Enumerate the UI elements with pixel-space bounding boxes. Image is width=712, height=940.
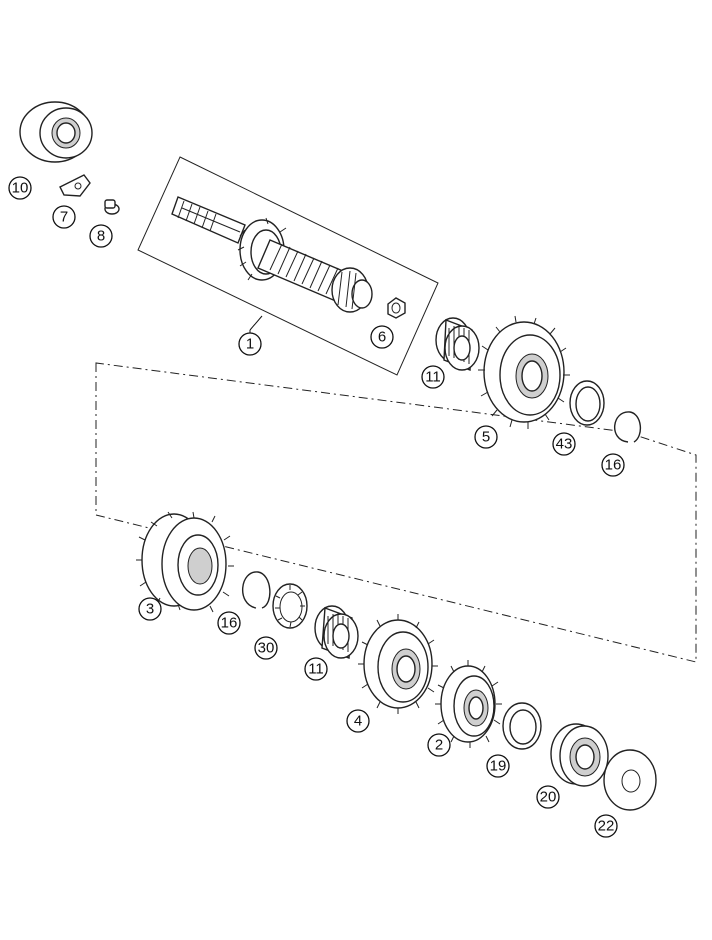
svg-text:2: 2 bbox=[435, 737, 443, 754]
gear-part-5 bbox=[478, 315, 570, 429]
callout-11-upper: 11 bbox=[421, 365, 445, 389]
ball-bearing-part-20 bbox=[550, 723, 609, 787]
svg-text:30: 30 bbox=[258, 640, 275, 657]
callout-22: 22 bbox=[594, 814, 618, 838]
washer-part-43 bbox=[569, 380, 605, 426]
bearing-part-10 bbox=[19, 101, 93, 163]
svg-text:1: 1 bbox=[246, 336, 254, 353]
svg-text:22: 22 bbox=[598, 818, 615, 835]
gear-part-2 bbox=[435, 660, 502, 748]
callout-4: 4 bbox=[346, 709, 370, 733]
callout-8: 8 bbox=[89, 224, 113, 248]
main-shaft-part-1 bbox=[171, 196, 373, 313]
needle-bearing-part-11-lower bbox=[314, 605, 359, 659]
svg-text:16: 16 bbox=[605, 457, 622, 474]
svg-text:6: 6 bbox=[378, 329, 386, 346]
leader-line-1 bbox=[249, 315, 263, 331]
needle-bearing-part-11-upper bbox=[435, 317, 480, 372]
callout-2: 2 bbox=[427, 733, 451, 757]
callout-1: 1 bbox=[238, 332, 262, 356]
gear-group-outline bbox=[95, 362, 697, 663]
svg-text:3: 3 bbox=[146, 601, 154, 618]
svg-text:11: 11 bbox=[425, 369, 441, 386]
washer-part-19 bbox=[502, 702, 542, 750]
callout-3: 3 bbox=[138, 597, 162, 621]
thrust-washer-part-30 bbox=[272, 583, 308, 629]
callout-16-upper: 16 bbox=[601, 453, 625, 477]
svg-text:16: 16 bbox=[221, 615, 238, 632]
circlip-part-16-upper bbox=[613, 411, 641, 443]
screw-part-8 bbox=[104, 199, 120, 215]
callout-20: 20 bbox=[536, 785, 560, 809]
callout-11-lower: 11 bbox=[304, 657, 328, 681]
gear-part-4 bbox=[358, 614, 438, 714]
callout-43: 43 bbox=[552, 432, 576, 456]
main-shaft-frame bbox=[137, 156, 439, 376]
washer-part-22 bbox=[603, 749, 657, 811]
callout-19: 19 bbox=[486, 754, 510, 778]
circlip-part-16-lower bbox=[241, 571, 271, 609]
callout-30: 30 bbox=[254, 636, 278, 660]
nut-part-6 bbox=[387, 297, 406, 319]
callout-16-lower: 16 bbox=[217, 611, 241, 635]
svg-text:20: 20 bbox=[540, 789, 557, 806]
callout-10: 10 bbox=[8, 176, 32, 200]
lock-plate-part-7 bbox=[59, 174, 91, 197]
gear-part-3 bbox=[136, 511, 234, 613]
svg-text:7: 7 bbox=[60, 209, 68, 226]
callout-6: 6 bbox=[370, 325, 394, 349]
svg-text:4: 4 bbox=[354, 713, 362, 730]
callout-5: 5 bbox=[474, 425, 498, 449]
svg-text:11: 11 bbox=[308, 661, 324, 678]
svg-text:8: 8 bbox=[97, 228, 105, 245]
svg-text:19: 19 bbox=[490, 758, 507, 775]
svg-text:10: 10 bbox=[12, 180, 29, 197]
svg-text:5: 5 bbox=[482, 429, 490, 446]
svg-text:43: 43 bbox=[556, 436, 573, 453]
callout-7: 7 bbox=[52, 205, 76, 229]
